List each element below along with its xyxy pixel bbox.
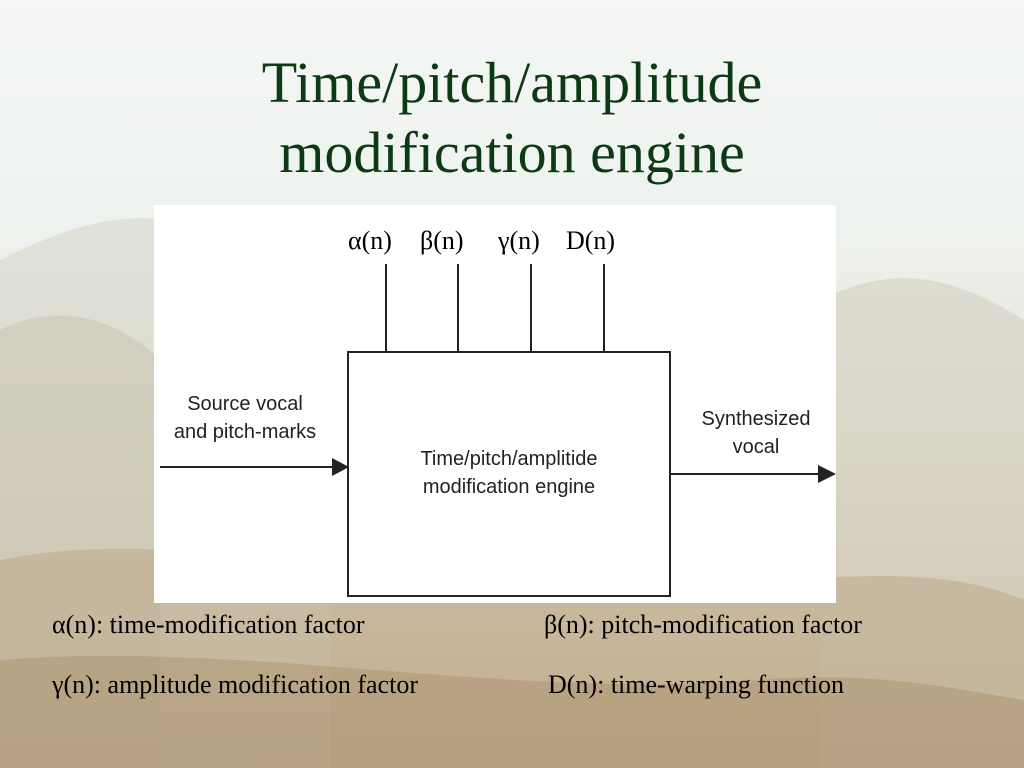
output-label: Synthesized vocal xyxy=(676,405,836,461)
input-label: Source vocal and pitch-marks xyxy=(154,390,336,446)
title-line-1: Time/pitch/amplitude xyxy=(261,50,763,115)
output-arrowhead xyxy=(818,465,836,483)
input-label-line-1: Source vocal xyxy=(187,393,303,415)
legend-d: D(n): time-warping function xyxy=(548,670,845,699)
engine-box-label: Time/pitch/amplitide modification engine xyxy=(348,445,670,501)
output-label-line-2: vocal xyxy=(732,436,780,458)
param-d-label: D(n) xyxy=(566,226,616,255)
param-gamma-label: γ(n) xyxy=(498,226,540,255)
title-line-2: modification engine xyxy=(279,120,745,185)
input-arrowhead xyxy=(332,458,349,476)
engine-label-line-2: modification engine xyxy=(422,476,596,498)
legend-beta: β(n): pitch-modification factor xyxy=(544,610,862,639)
engine-label-line-1: Time/pitch/amplitide xyxy=(420,448,598,470)
input-label-line-2: and pitch-marks xyxy=(173,421,317,443)
slide-title: Time/pitch/amplitude modification engine xyxy=(0,48,1024,188)
legend-alpha: α(n): time-modification factor xyxy=(52,610,365,639)
param-alpha-label: α(n) xyxy=(348,226,392,255)
diagram-panel xyxy=(154,205,836,603)
output-label-line-1: Synthesized xyxy=(701,408,811,430)
param-beta-label: β(n) xyxy=(420,226,464,255)
legend-gamma: γ(n): amplitude modification factor xyxy=(52,670,418,699)
